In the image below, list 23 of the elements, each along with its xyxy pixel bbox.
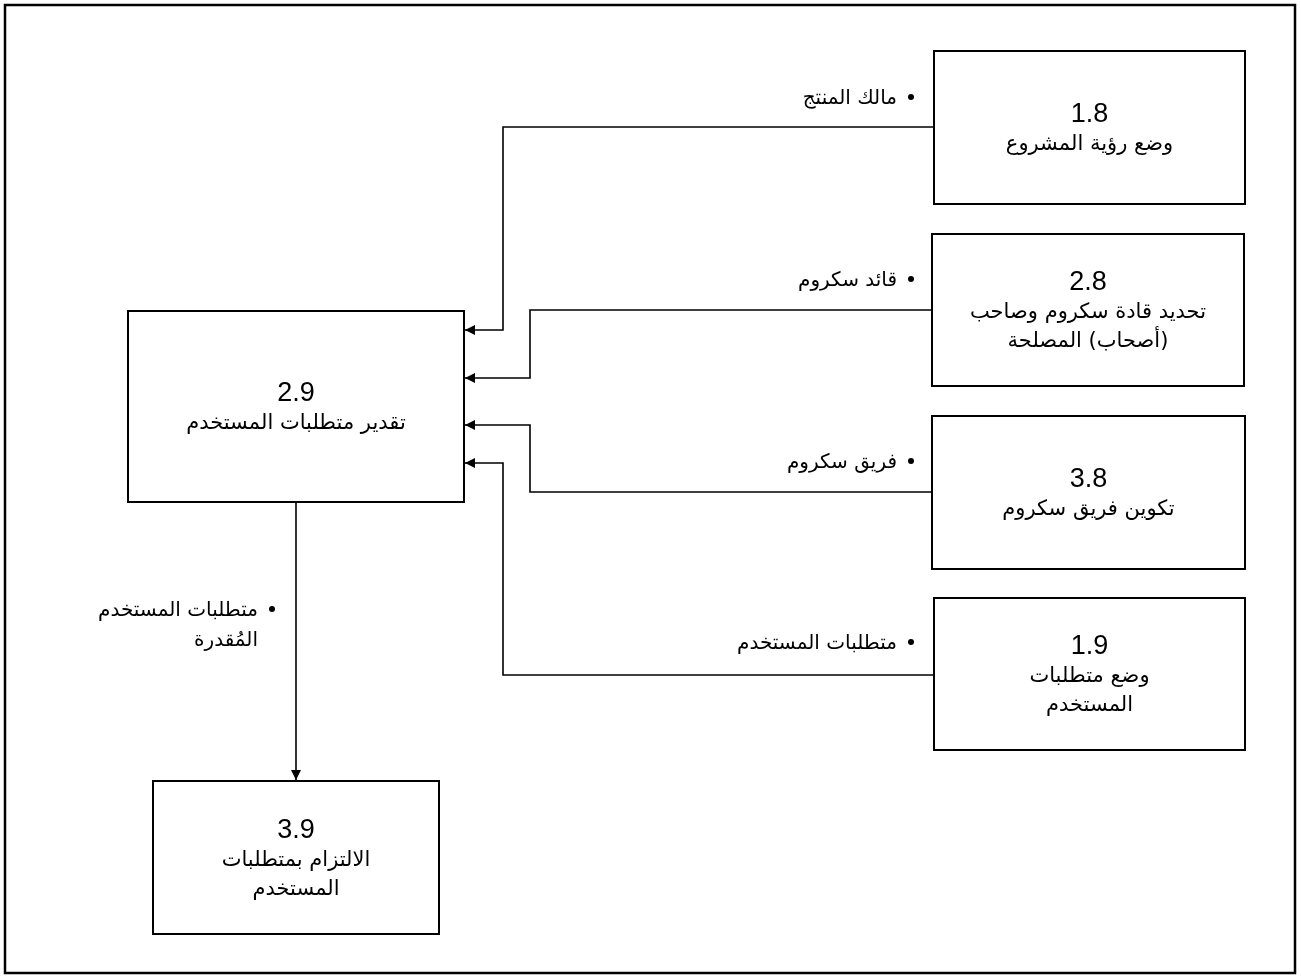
step-title: وضع متطلبات المستخدم xyxy=(1028,662,1151,718)
arrow xyxy=(464,458,934,676)
process-box xyxy=(931,415,1246,570)
process-box xyxy=(931,233,1245,387)
process-box xyxy=(933,50,1246,205)
step-number: 2.9 xyxy=(277,376,315,408)
step-title: الالتزام بمتطلبات المستخدم xyxy=(220,845,372,902)
step-number: 1.8 xyxy=(1070,97,1109,129)
arrow xyxy=(464,420,932,493)
step-number: 2.8 xyxy=(1069,265,1107,297)
arrow xyxy=(464,309,932,383)
step-title: وضع رؤية المشروع xyxy=(1005,130,1174,157)
step-number: 3.8 xyxy=(1069,462,1108,494)
step-number: 1.9 xyxy=(1070,629,1109,661)
step-title: تحديد قادة سكروم وصاحب (أصحاب) المصلحة xyxy=(969,298,1207,354)
arrow xyxy=(291,502,301,781)
step-title: تقدير متطلبات المستخدم xyxy=(186,409,406,436)
process-box xyxy=(152,780,440,935)
step-title: تكوين فريق سكروم xyxy=(1002,495,1175,522)
process-box xyxy=(933,597,1246,751)
process-box xyxy=(127,310,465,503)
arrow xyxy=(464,126,934,335)
step-number: 3.9 xyxy=(277,812,315,845)
